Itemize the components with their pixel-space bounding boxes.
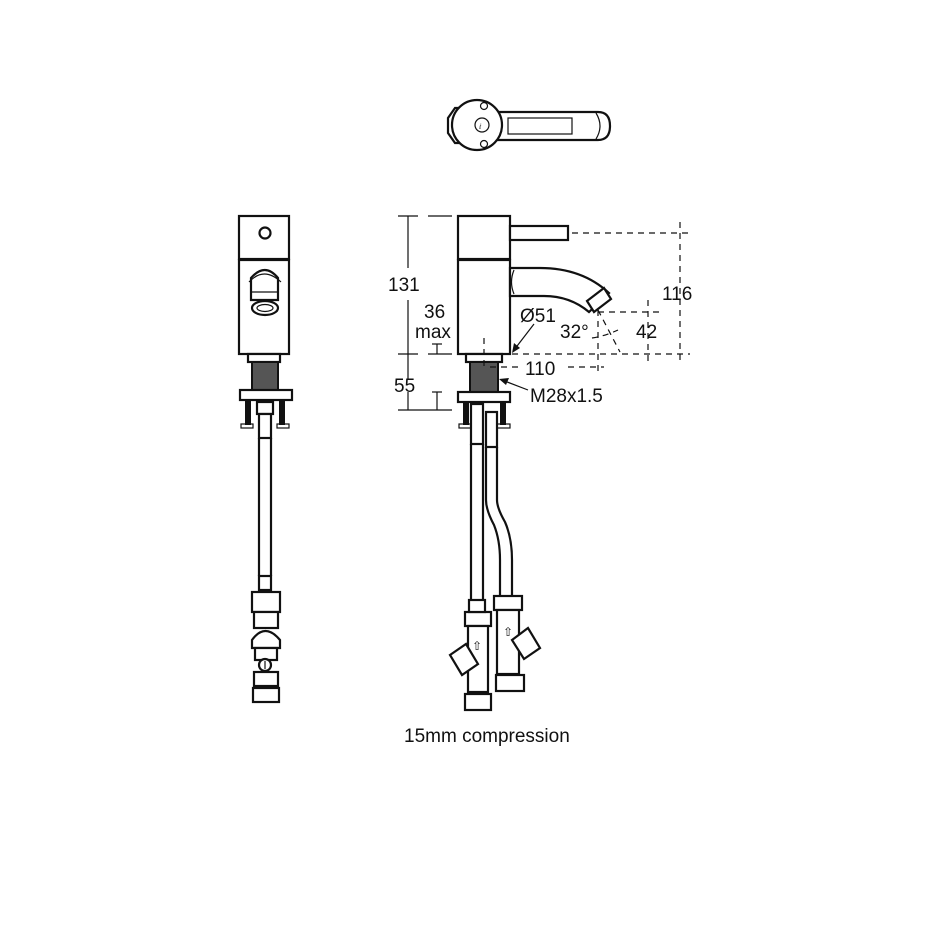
dim-angle: 32° (560, 322, 589, 343)
dimension-lines (398, 215, 690, 411)
svg-text:⇧: ⇧ (503, 625, 513, 639)
caption: 15mm compression (404, 726, 570, 747)
dim-36: 36 (424, 302, 445, 323)
dim-116: 116 (662, 284, 692, 305)
front-view (237, 214, 294, 704)
dim-42: 42 (636, 322, 657, 343)
dim-thread: M28x1.5 (530, 386, 603, 407)
dim-diameter: Ø51 (520, 306, 556, 327)
dim-55: 55 (394, 376, 415, 397)
side-view: ⇧ ⇧ (448, 214, 613, 712)
dim-max: max (415, 322, 451, 343)
dimension-labels: 131 36 max 55 Ø51 32° 42 116 110 M28x1.5… (388, 275, 692, 747)
dim-110: 110 (525, 359, 555, 380)
svg-text:ⅈ: ⅈ (479, 123, 482, 131)
top-view: ⅈ (446, 98, 612, 152)
dim-131: 131 (388, 275, 420, 296)
svg-text:⇧: ⇧ (472, 639, 482, 653)
